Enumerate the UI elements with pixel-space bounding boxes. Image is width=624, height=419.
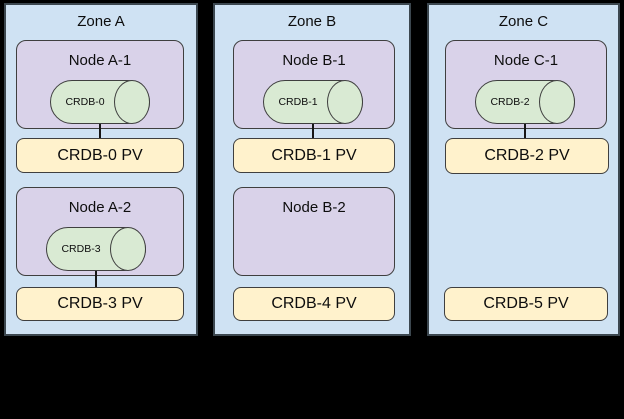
crdb-0-pv-box: CRDB-0 PV <box>16 138 184 173</box>
node-b2-label: Node B-2 <box>282 199 346 216</box>
connector-crdb1-to-pv <box>312 124 314 138</box>
crdb-1-pv-box: CRDB-1 PV <box>233 138 395 173</box>
crdb-3-pv-box: CRDB-3 PV <box>16 287 184 321</box>
zone-a: Zone A Node A-1 CRDB-0 CRDB-0 PV Node A-… <box>4 3 198 336</box>
crdb-0-pod-label: CRDB-0 <box>65 96 105 108</box>
node-b1-box: Node B-1 <box>233 40 395 129</box>
cylinder-cap <box>110 227 146 271</box>
crdb-5-pv-box: CRDB-5 PV <box>444 287 608 321</box>
node-c1-label: Node C-1 <box>493 52 559 69</box>
zone-c-title: Zone C <box>498 13 549 30</box>
node-b1-label: Node B-1 <box>282 52 346 69</box>
crdb-2-pod-cylinder: CRDB-2 <box>475 80 575 124</box>
cylinder-cap <box>539 80 575 124</box>
zone-c: Zone C Node C-1 CRDB-2 CRDB-2 PV CRDB-5 … <box>427 3 620 336</box>
crdb-2-pv-box: CRDB-2 PV <box>445 138 609 174</box>
zone-b-title: Zone B <box>287 13 337 30</box>
connector-crdb2-to-pv <box>524 124 526 138</box>
zone-a-title: Zone A <box>77 13 125 30</box>
crdb-1-pod-cylinder: CRDB-1 <box>263 80 363 124</box>
crdb-3-pod-label: CRDB-3 <box>61 243 101 255</box>
crdb-2-pod-label: CRDB-2 <box>490 96 530 108</box>
zone-b: Zone B Node B-1 CRDB-1 CRDB-1 PV Node B-… <box>213 3 411 336</box>
crdb-4-pv-box: CRDB-4 PV <box>233 287 395 321</box>
crdb-1-pod-label: CRDB-1 <box>278 96 318 108</box>
node-a1-label: Node A-1 <box>68 52 132 69</box>
connector-crdb3-to-pv <box>95 271 97 287</box>
crdb-0-pod-cylinder: CRDB-0 <box>50 80 150 124</box>
node-a2-label: Node A-2 <box>68 199 132 216</box>
node-b2-box: Node B-2 <box>233 187 395 276</box>
cylinder-cap <box>327 80 363 124</box>
crdb-3-pod-cylinder: CRDB-3 <box>46 227 146 271</box>
connector-crdb0-to-pv <box>99 124 101 138</box>
cylinder-cap <box>114 80 150 124</box>
